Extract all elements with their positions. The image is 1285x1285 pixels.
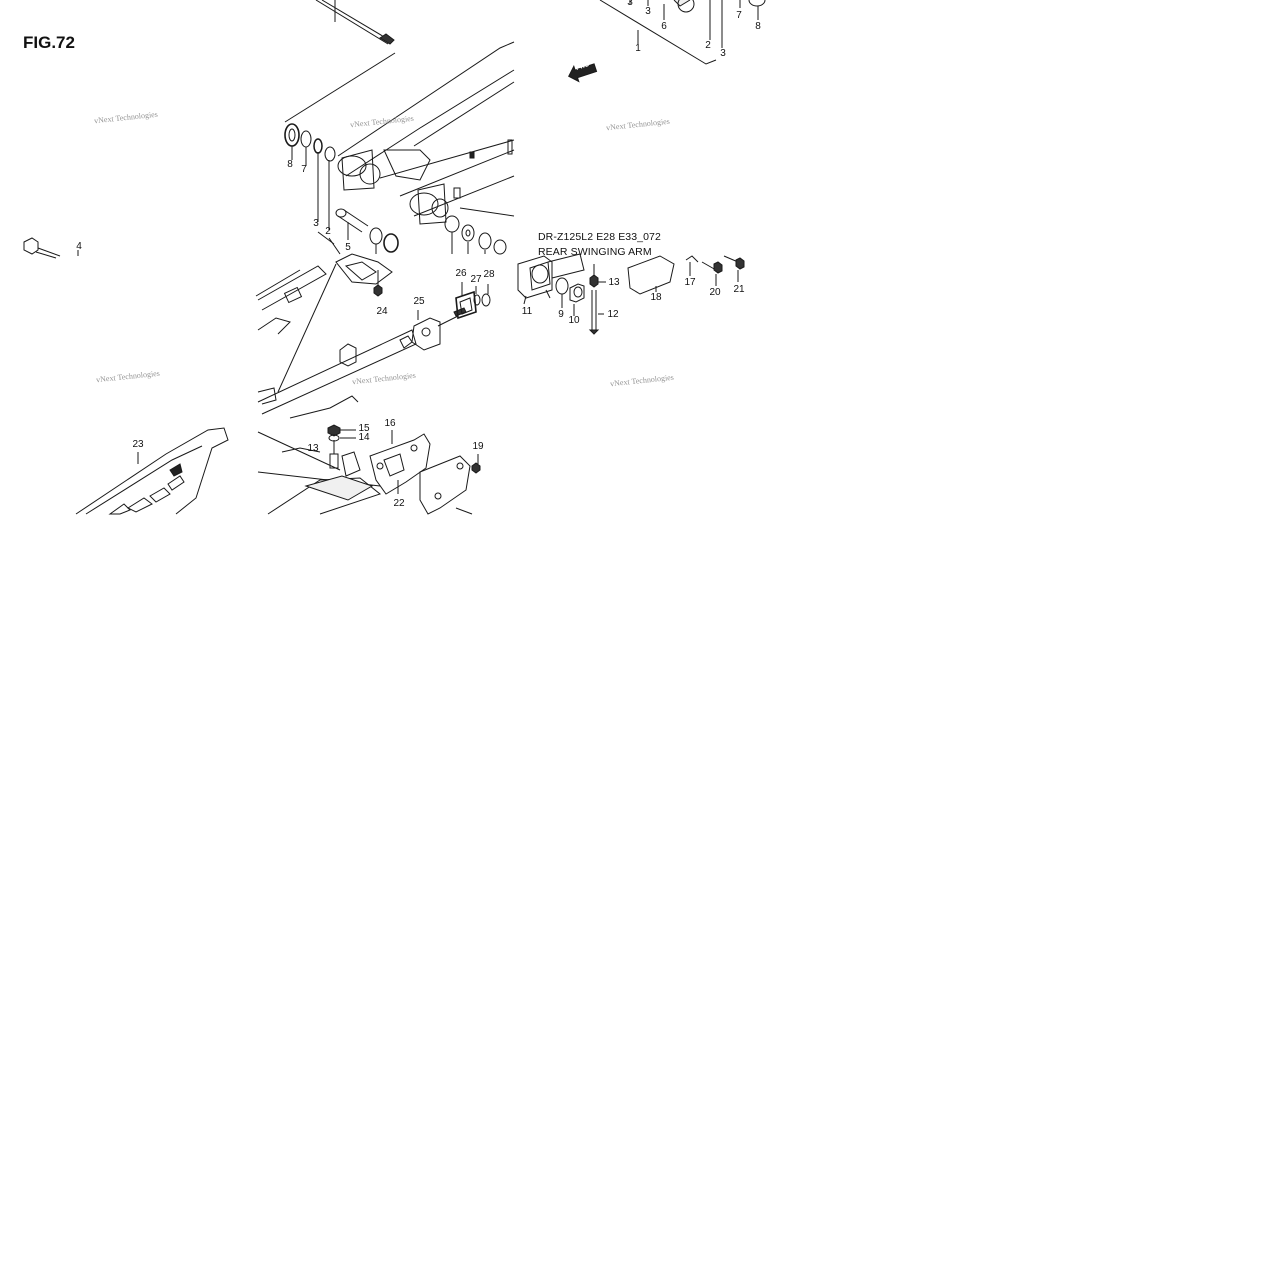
part-callout-6: 6 (661, 21, 667, 32)
part-callout-18: 18 (650, 292, 662, 303)
shock-link-parts-drawing (517, 253, 745, 335)
rear-axle-drawing (284, 0, 396, 123)
part-callout-2: 2 (325, 226, 331, 237)
part-callout-26: 26 (455, 268, 467, 279)
part-callout-13: 13 (307, 443, 319, 454)
chain-guide-bracket-drawing (327, 424, 481, 515)
part-callout-25: 25 (413, 296, 425, 307)
part-callout-23: 23 (132, 439, 144, 450)
lower-arm-drawing (255, 253, 417, 515)
part-callout-3: 3 (645, 6, 651, 17)
part-callout-15: 15 (358, 423, 370, 434)
part-callout-8: 8 (287, 159, 293, 170)
top-right-parts-drawing (599, 0, 766, 65)
part-callout-7: 7 (301, 164, 307, 175)
part-callout-11: 11 (521, 306, 533, 317)
part-callout-2: 2 (705, 40, 711, 51)
part-callout-4: 4 (76, 241, 82, 252)
part-callout-5: 5 (345, 242, 351, 253)
part-callout-19: 19 (472, 441, 484, 452)
part-callout-3: 3 (313, 218, 319, 229)
part-callout-10: 10 (568, 315, 580, 326)
part-callout-14: 14 (358, 432, 370, 443)
part-callout-3: 3 (627, 0, 633, 8)
model-code: DR-Z125L2 E28 E33_072 (538, 231, 661, 243)
swingarm-drawing (337, 41, 515, 225)
part-callout-22: 22 (393, 498, 405, 509)
part-callout-27: 27 (470, 274, 482, 285)
part-callout-17: 17 (684, 277, 696, 288)
figure-label: FIG.72 (23, 33, 75, 52)
chain-adjuster-drawing (373, 270, 491, 351)
part-callout-12: 12 (607, 309, 619, 320)
part-callout-21: 21 (733, 284, 745, 295)
part-callout-3: 3 (720, 48, 726, 59)
part-callout-20: 20 (709, 287, 721, 298)
part-callout-1: 1 (635, 43, 641, 54)
part-callout-9: 9 (558, 309, 564, 320)
part-callout-28: 28 (483, 269, 495, 280)
part-callout-24: 24 (376, 306, 388, 317)
chain-case-drawing (75, 427, 229, 515)
figure-title: REAR SWINGING ARM (538, 246, 652, 258)
part-callout-16: 16 (384, 418, 396, 429)
part-callout-13: 13 (608, 277, 620, 288)
pivot-bearing-stack (284, 123, 507, 255)
forward-arrow-icon (568, 63, 598, 83)
part-callout-7: 7 (736, 10, 742, 21)
part-callout-8: 8 (755, 21, 761, 32)
pivot-bolt-drawing (23, 237, 79, 259)
